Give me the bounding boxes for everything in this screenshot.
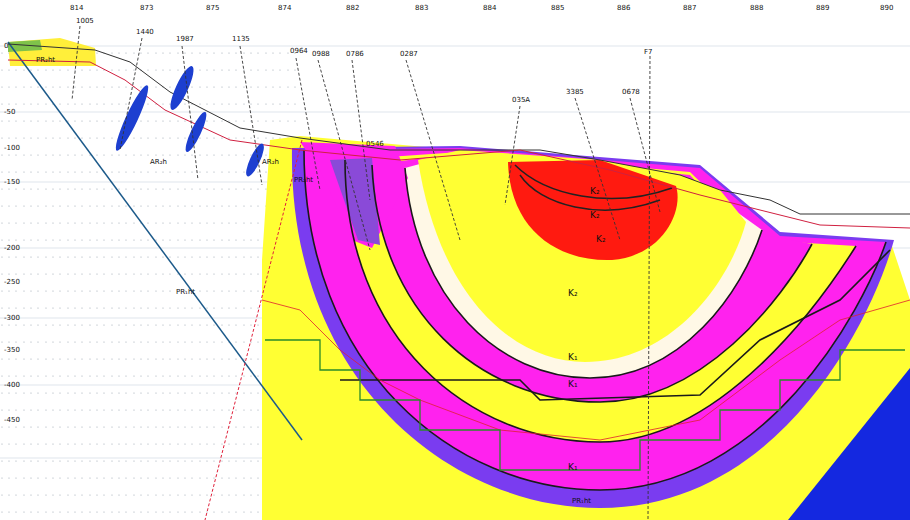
- unit-label: AR₂h: [262, 158, 279, 166]
- elevation-number: -350: [4, 346, 20, 354]
- elevation-number: 0: [4, 42, 8, 50]
- hole-number: 1135: [232, 35, 250, 43]
- hole-number: 3385: [566, 88, 584, 96]
- axis-number: 887: [683, 4, 696, 12]
- unit-label: K₁: [568, 379, 578, 389]
- unit-label: PR₂ht: [36, 56, 55, 64]
- elevation-number: -50: [4, 108, 15, 116]
- elevation-number: -450: [4, 416, 20, 424]
- unit-label: PR₁ht: [572, 497, 591, 505]
- elevation-number: -250: [4, 278, 20, 286]
- unit-label: K₂: [590, 186, 600, 196]
- axis-number: 874: [278, 4, 291, 12]
- hole-number: 0678: [622, 88, 640, 96]
- axis-number: 885: [551, 4, 564, 12]
- axis-number: 814: [70, 4, 83, 12]
- elevation-number: -150: [4, 178, 20, 186]
- unit-label: K₂: [596, 234, 606, 244]
- axis-number: 882: [346, 4, 359, 12]
- hole-number: 0988: [312, 50, 330, 58]
- axis-number: 884: [483, 4, 496, 12]
- hole-number: 1440: [136, 28, 154, 36]
- hole-number: 0287: [400, 50, 418, 58]
- unit-label: K₂: [590, 210, 600, 220]
- elevation-number: -100: [4, 144, 20, 152]
- hole-number: 0786: [346, 50, 364, 58]
- axis-number: 888: [750, 4, 763, 12]
- axis-number: 889: [816, 4, 829, 12]
- axis-number: 886: [617, 4, 630, 12]
- axis-number: 875: [206, 4, 219, 12]
- elevation-number: -300: [4, 314, 20, 322]
- hole-number: 0546: [366, 140, 384, 148]
- hole-number: 035A: [512, 96, 530, 104]
- unit-label: PR₂ht: [294, 176, 313, 184]
- unit-label: AR₂h: [150, 158, 167, 166]
- axis-number: 883: [415, 4, 428, 12]
- unit-label: K₁: [568, 462, 578, 472]
- unit-label: K₁: [568, 352, 578, 362]
- hole-number: 1005: [76, 17, 94, 25]
- unit-label: K₂: [568, 288, 578, 298]
- elevation-number: -400: [4, 381, 20, 389]
- hole-number: 1987: [176, 35, 194, 43]
- hole-number: F7: [644, 48, 652, 56]
- hole-number: 0964: [290, 47, 308, 55]
- unit-label: PR₁ht: [176, 288, 195, 296]
- elevation-number: -200: [4, 244, 20, 252]
- axis-number: 890: [880, 4, 893, 12]
- axis-number: 873: [140, 4, 153, 12]
